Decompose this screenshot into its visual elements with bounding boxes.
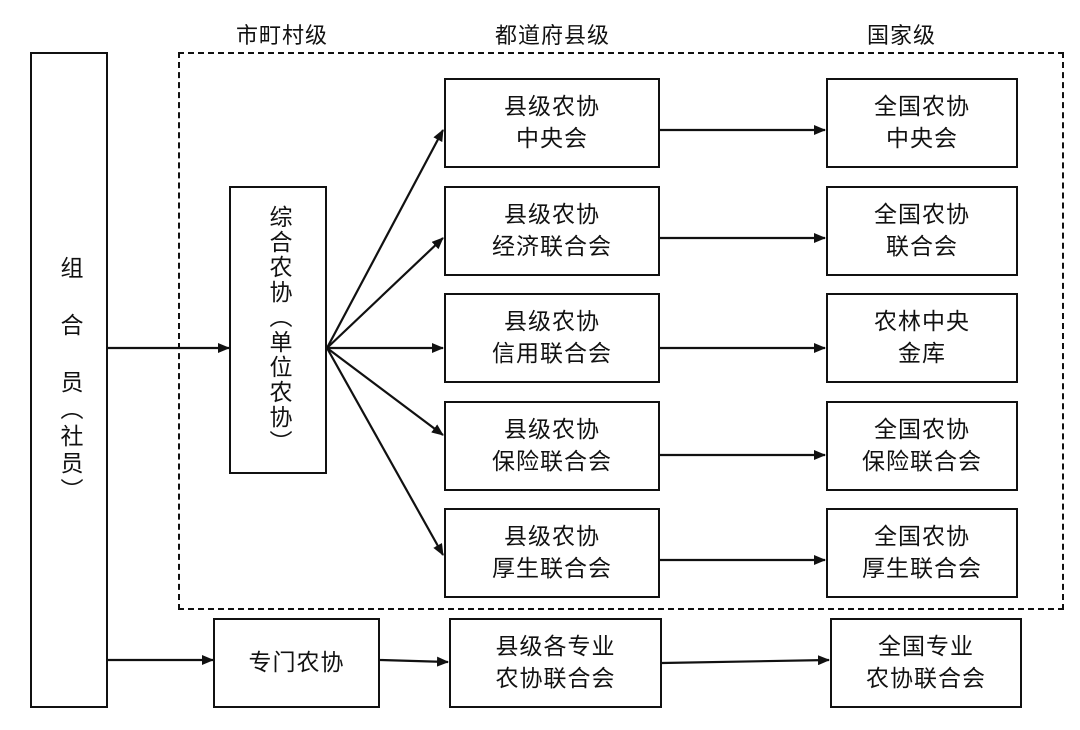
header-national: 国家级 xyxy=(867,24,937,49)
arrow-specialized-county-to-national xyxy=(661,655,830,666)
member-box: 组 合 员（社员） xyxy=(30,52,108,708)
header-prefectural: 都道府县级 xyxy=(495,24,611,49)
comprehensive-coop-label: 综合农协（单位农协） xyxy=(265,205,291,455)
county-box: 县级农协 保险联合会 xyxy=(444,401,660,491)
member-label: 组 合 员（社员） xyxy=(56,255,82,505)
county-box: 县级农协 经济联合会 xyxy=(444,186,660,276)
national-box: 全国农协 联合会 xyxy=(826,186,1018,276)
national-box: 农林中央 金库 xyxy=(826,293,1018,383)
national-box: 全国农协 保险联合会 xyxy=(826,401,1018,491)
arrow-comprehensive-to-county-4 xyxy=(326,347,444,556)
national-box: 全国农协 厚生联合会 xyxy=(826,508,1018,598)
arrow-comprehensive-to-county-1 xyxy=(326,237,444,349)
arrow-comprehensive-to-county-3 xyxy=(326,347,444,436)
specialized-coop-box: 专门农协 xyxy=(213,618,380,708)
arrow-specialized-to-county xyxy=(379,656,449,667)
county-box: 县级农协 信用联合会 xyxy=(444,293,660,383)
comprehensive-coop-box: 综合农协（单位农协） xyxy=(229,186,327,474)
header-municipal: 市町村级 xyxy=(236,24,329,49)
national-box: 全国农协 中央会 xyxy=(826,78,1018,168)
specialized-national-box: 全国专业 农协联合会 xyxy=(830,618,1022,708)
arrow-comprehensive-to-county-0 xyxy=(326,129,444,349)
county-box: 县级农协 中央会 xyxy=(444,78,660,168)
comprehensive-system-boundary xyxy=(178,52,1064,610)
county-box: 县级农协 厚生联合会 xyxy=(444,508,660,598)
specialized-county-box: 县级各专业 农协联合会 xyxy=(449,618,662,708)
